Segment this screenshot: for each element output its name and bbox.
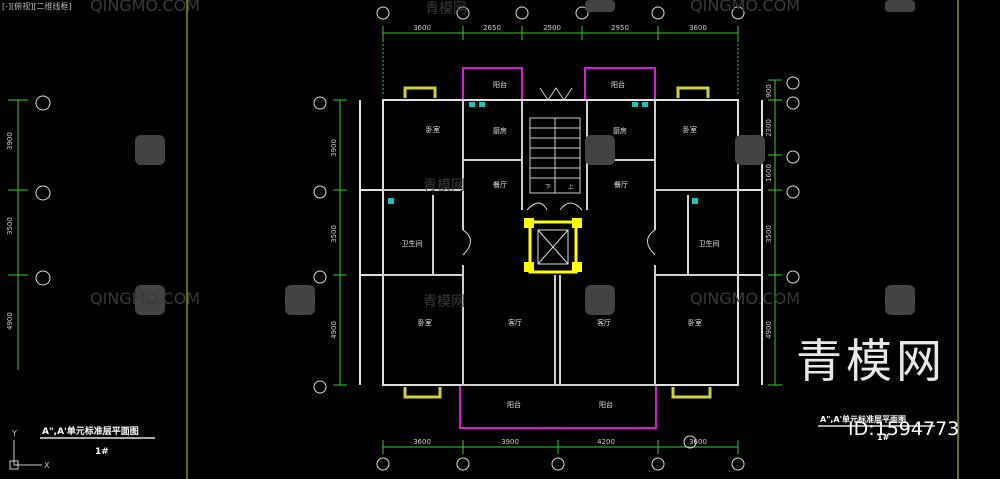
elevator-shaft	[524, 218, 582, 274]
left-edge-grid	[8, 99, 28, 370]
room-kitchen-right: 厨房	[613, 126, 627, 135]
drawing-title-right: A",A'单元标准层平面图	[820, 414, 906, 424]
bottom-axis-bubbles	[376, 435, 745, 471]
room-balcony-bottom-left: 阳台	[507, 400, 521, 409]
top-dim-5: 3600	[689, 24, 707, 32]
room-balcony-top-right: 阳台	[611, 80, 625, 89]
stair-up-mark: 上	[568, 183, 574, 191]
right-dim-5: 4900	[765, 321, 773, 339]
left-edge-dim-3: 4900	[6, 312, 14, 330]
room-bedroom-upper-right: 卧室	[683, 125, 697, 134]
top-dim-2: 2650	[483, 24, 501, 32]
right-dim-2: 2300	[765, 119, 773, 137]
ucs-x-label: X	[44, 461, 50, 470]
balcony-outlines	[459, 67, 657, 429]
right-dimension-chain	[768, 79, 782, 386]
room-living-left: 客厅	[508, 318, 522, 327]
left-edge-axis-bubbles	[35, 95, 51, 286]
bottom-dim-1: 3600	[413, 438, 431, 446]
windows	[403, 86, 712, 399]
room-dining-right: 餐厅	[614, 180, 628, 189]
watermark-big: 青模网	[796, 334, 946, 388]
top-axis-bubbles	[376, 6, 745, 20]
room-dining-left: 餐厅	[493, 180, 507, 189]
room-bedroom-lower-right: 卧室	[688, 318, 702, 327]
right-dim-3: 1600	[765, 164, 773, 182]
left-edge-dim-1: 3900	[6, 132, 14, 150]
viewport-label[interactable]: [-][俯视][二维线框]	[2, 2, 72, 11]
top-dim-1: 3600	[413, 24, 431, 32]
room-bathroom-right: 卫生间	[699, 239, 720, 248]
left-dim-1: 3900	[330, 139, 338, 157]
bottom-dim-3: 4200	[597, 438, 615, 446]
watermark-en-4: QINGMO.COM	[690, 289, 801, 308]
room-balcony-bottom-right: 阳台	[599, 400, 613, 409]
room-living-right: 客厅	[597, 318, 611, 327]
drawing-subtitle-right: 1#	[877, 433, 890, 442]
watermark-en-2: QINGMO.COM	[690, 0, 801, 15]
bottom-dimension-chain	[382, 440, 739, 454]
left-edge-dim-2: 3500	[6, 217, 14, 235]
right-dim-4: 3500	[765, 225, 773, 243]
interior-walls	[383, 100, 738, 386]
ucs-y-label: Y	[11, 429, 17, 438]
room-balcony-top-left: 阳台	[493, 80, 507, 89]
watermark-logo-marks	[135, 0, 915, 315]
room-bedroom-lower-left: 卧室	[418, 318, 432, 327]
left-dim-3: 4900	[330, 321, 338, 339]
drawing-subtitle-left: 1#	[95, 447, 109, 457]
room-kitchen-left: 厨房	[493, 126, 507, 135]
bottom-dim-2: 3900	[501, 438, 519, 446]
room-bathroom-left: 卫生间	[402, 239, 423, 248]
bottom-dim-4: 3600	[689, 438, 707, 446]
door-swings	[462, 202, 656, 256]
watermark-cn-3: 青模网	[423, 178, 465, 194]
right-axis-bubbles	[786, 76, 800, 284]
room-bedroom-upper-left: 卧室	[426, 125, 440, 134]
watermark-en-3: QINGMO.COM	[90, 289, 201, 308]
right-dim-1: 900	[765, 84, 773, 97]
stair-core	[529, 87, 581, 194]
drawing-title-left: A",A'单元标准层平面图	[42, 425, 139, 437]
watermark-cn-1: 青模网	[425, 1, 467, 17]
fixtures	[388, 102, 698, 204]
top-dim-3: 2500	[543, 24, 561, 32]
top-dimension-chain	[382, 26, 739, 95]
ucs-icon	[9, 440, 42, 470]
watermark-en-1: QINGMO.COM	[90, 0, 201, 15]
top-dim-4: 2950	[611, 24, 629, 32]
left-dim-2: 3500	[330, 225, 338, 243]
stair-down-mark: 下	[545, 184, 551, 191]
watermark-id: ID:1594773	[848, 418, 960, 440]
watermark-cn-2: 青模网	[423, 294, 465, 310]
left-dimension-chain	[333, 99, 347, 386]
left-axis-bubbles	[313, 96, 327, 394]
